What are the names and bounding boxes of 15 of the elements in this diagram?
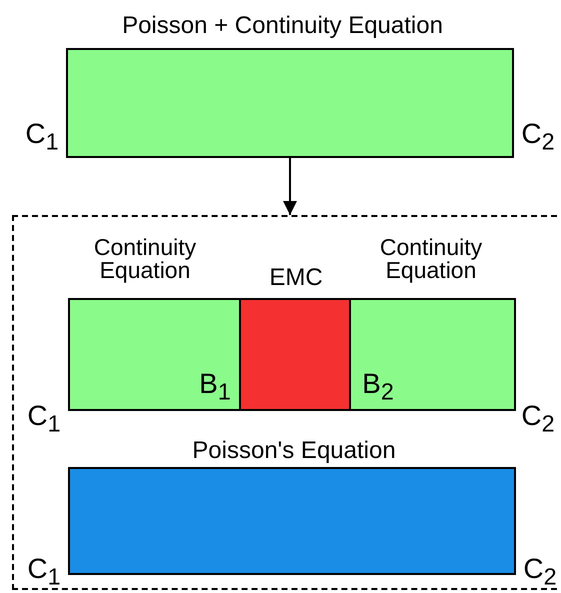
equation-heading: Continuity Equation bbox=[92, 236, 198, 282]
arrow bbox=[283, 158, 297, 215]
endpoint-label: C$_{2}$ bbox=[520, 120, 556, 154]
endpoint-label: C$_{1}$ bbox=[24, 120, 60, 154]
equation-heading: Continuity Equation bbox=[378, 236, 484, 282]
region-label: EMC bbox=[268, 266, 324, 290]
endpoint-label: C$_{1}$ bbox=[26, 402, 62, 436]
boundary-label: B$_{1}$ bbox=[198, 370, 232, 404]
equation-heading: Poisson + Continuity Equation bbox=[121, 14, 444, 38]
boundary-label: B$_{2}$ bbox=[361, 370, 395, 404]
dashed-frame bbox=[12, 215, 557, 590]
endpoint-label: C$_{1}$ bbox=[26, 555, 62, 589]
endpoint-label: C$_{2}$ bbox=[522, 555, 558, 589]
equation-heading: Poisson's Equation bbox=[191, 439, 397, 463]
endpoint-label: C$_{2}$ bbox=[520, 402, 556, 436]
